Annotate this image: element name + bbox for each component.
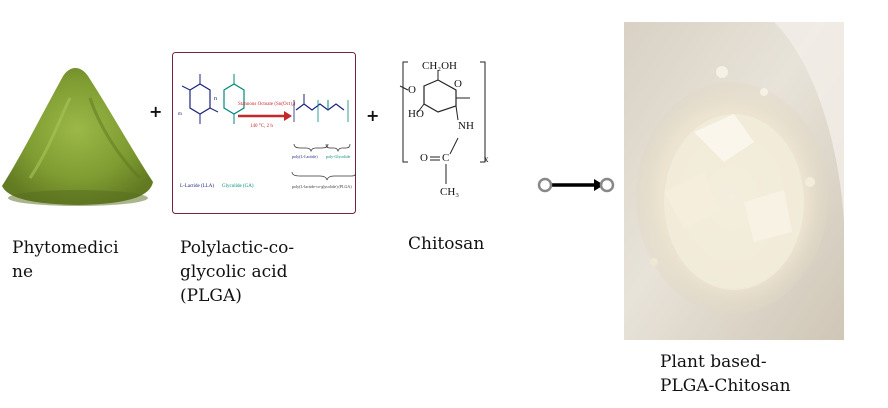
- chitosan-o-ring: O: [454, 78, 462, 90]
- product-label-line2: PLGA-Chitosan: [660, 376, 791, 396]
- plga-block-1: poly(L-Lactide): [292, 154, 318, 159]
- chitosan-label-text: Chitosan: [408, 234, 485, 254]
- phytomedicine-label-line1: Phytomedici: [12, 238, 119, 258]
- chitosan-ch2oh: CH₂OH: [422, 60, 458, 72]
- plga-conditions: 140 °C, 2 h: [250, 124, 273, 129]
- chitosan-nh: NH: [458, 120, 474, 132]
- plga-m-label: m: [178, 112, 182, 117]
- chitosan-structure: CH₂OH O O HO NH O C CH₃ x: [396, 58, 492, 208]
- product-label-line1: Plant based-: [660, 352, 767, 372]
- plga-times-n: n: [214, 96, 217, 102]
- plga-synthesis-scheme: L-Lactide (LLA) n m Glycolide (GA) Stann…: [172, 52, 356, 214]
- plus-sign-1: +: [149, 102, 163, 121]
- plga-label-line3: (PLGA): [180, 286, 242, 306]
- plus-sign-2: +: [366, 106, 380, 125]
- plga-label: Polylactic-co- glycolic acid (PLGA): [180, 236, 360, 308]
- chitosan-ch3: CH₃: [440, 186, 460, 198]
- phytomedicine-image: [0, 58, 155, 208]
- product-photo: [624, 22, 844, 340]
- connector-arrow: [536, 174, 616, 196]
- plga-block-2: poly-Glycolide: [326, 154, 351, 159]
- plga-label-line1: Polylactic-co-: [180, 238, 295, 258]
- plga-label-line2: glycolic acid: [180, 262, 288, 282]
- chitosan-subscript-x: x: [484, 154, 489, 164]
- chitosan-o-carbonyl: O: [420, 152, 428, 164]
- plga-copolymer-label: poly(L-lactide-co-glycolide) (PLGA): [292, 184, 352, 189]
- chitosan-c: C: [442, 152, 450, 164]
- plga-reactant-1: L-Lactide (LLA): [180, 184, 215, 189]
- chitosan-o-link: O: [408, 84, 416, 96]
- plga-catalyst: Stannous Octoate (Sn(Oct)₂): [238, 102, 296, 107]
- chitosan-ho: HO: [408, 108, 424, 120]
- phytomedicine-label: Phytomedici ne: [12, 236, 162, 284]
- plga-reactant-2: Glycolide (GA): [222, 184, 254, 189]
- chitosan-label: Chitosan: [408, 232, 484, 256]
- product-label: Plant based- PLGA-Chitosan: [660, 350, 860, 398]
- phytomedicine-label-line2: ne: [12, 262, 34, 282]
